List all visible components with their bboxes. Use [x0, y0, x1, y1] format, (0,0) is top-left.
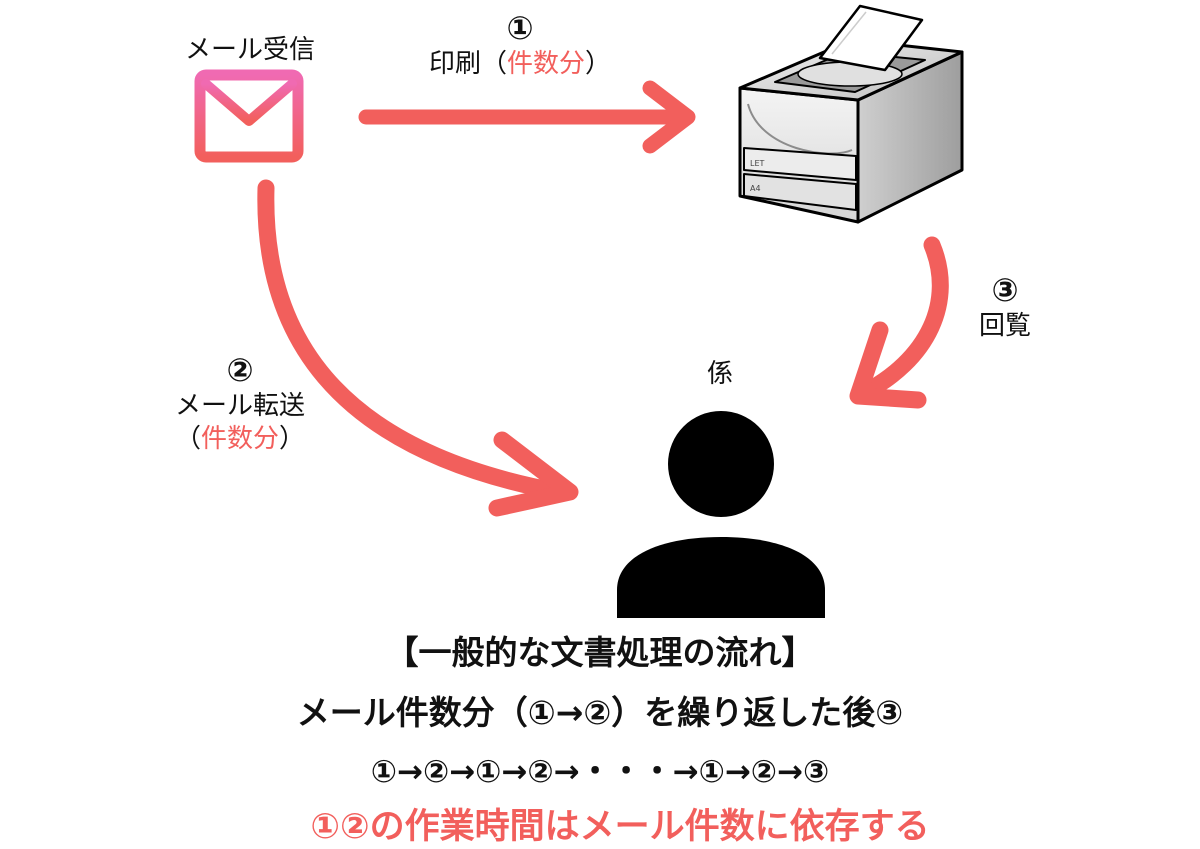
tray-label-a4: A4 — [750, 184, 761, 193]
forward-arrow — [257, 179, 579, 517]
step-forward-note-line: （件数分） — [140, 423, 340, 456]
mail-label: メール受信 — [184, 35, 315, 65]
step-print-label: 印刷 — [428, 49, 481, 79]
paren-close: ） — [279, 423, 306, 454]
step-forward: ② メール転送 （件数分） — [140, 350, 340, 455]
person-label: 係 — [706, 359, 733, 389]
step-number-2: ② — [226, 351, 254, 389]
caption-title: 【一般的な文書処理の流れ】 — [385, 633, 815, 672]
caption-line-1: メール件数分（①→②）を繰り返した後③ — [296, 693, 904, 732]
tray-label-letter: LET — [750, 159, 765, 168]
step-circulate: ③ 回覧 — [955, 270, 1055, 343]
step-number-1: ① — [506, 9, 534, 47]
person-icon — [617, 411, 825, 618]
printer-icon: LET A4 — [738, 4, 964, 224]
paren-open: （ — [480, 49, 507, 79]
step-forward-label: メール転送 — [174, 391, 305, 421]
mail-icon — [194, 69, 304, 163]
step-circulate-label: 回覧 — [978, 311, 1031, 341]
print-arrow — [358, 80, 696, 154]
step-number-3: ③ — [991, 271, 1019, 309]
paren-close: ） — [585, 49, 612, 79]
paren-open: （ — [174, 423, 201, 454]
circulate-arrow — [849, 236, 949, 409]
step-print-text: 印刷（件数分） — [400, 48, 640, 81]
caption-line-2: ①→②→①→②→・・・→①→②→③ — [370, 754, 830, 790]
step-print-note: 件数分 — [507, 49, 586, 79]
caption-conclusion: ①②の作業時間はメール件数に依存する — [310, 807, 930, 847]
step-forward-note: 件数分 — [200, 423, 279, 454]
step-print: ① 印刷（件数分） — [400, 8, 640, 81]
